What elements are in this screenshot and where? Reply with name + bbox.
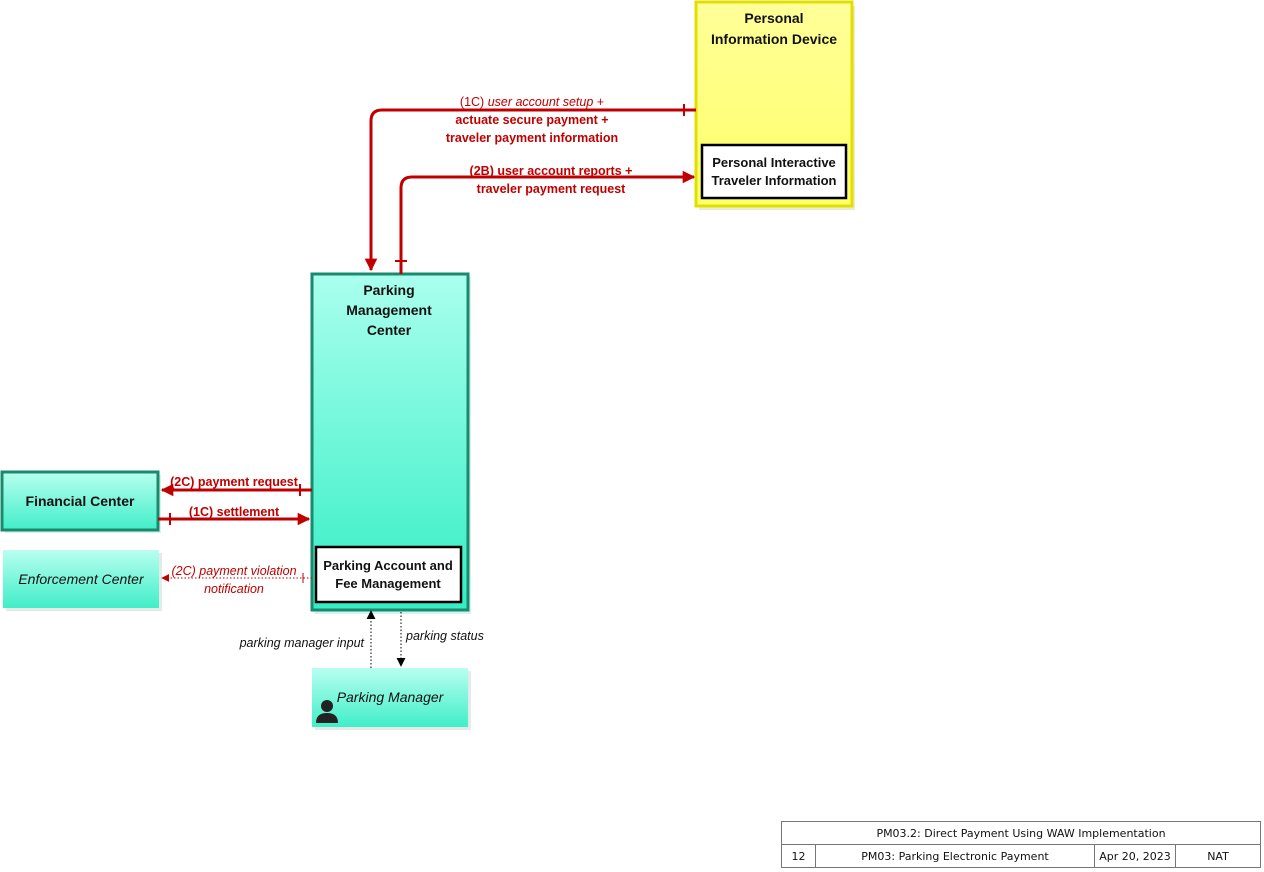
pmc-title-2: Management (346, 302, 432, 318)
parking-manager-label: Parking Manager (337, 689, 445, 705)
device-title-1: Personal (744, 10, 803, 26)
pmc-title-1: Parking (363, 282, 414, 298)
personal-interactive-traveler-information[interactable]: Personal Interactive Traveler Informatio… (700, 143, 848, 200)
diagram-info-block: PM03.2: Direct Payment Using WAW Impleme… (781, 821, 1261, 868)
personal-information-device[interactable]: Personal Information Device Personal Int… (694, 0, 855, 210)
pit-info-line2: Traveler Information (712, 173, 837, 188)
parking-status-label: parking status (405, 629, 484, 643)
diagram-scope: NAT (1175, 844, 1261, 868)
financial-center[interactable]: Financial Center (0, 470, 161, 533)
parking-manager[interactable]: Parking Manager (312, 668, 471, 730)
flow-user-account-setup[interactable]: (1C) user account setup + actuate secure… (364, 95, 696, 272)
setup-label-1: (1C) user account setup + (460, 95, 604, 109)
manager-input-label: parking manager input (239, 636, 365, 650)
financial-center-label: Financial Center (26, 493, 135, 509)
diagram-number: 12 (781, 844, 816, 868)
flow-parking-status[interactable]: parking status (396, 612, 484, 667)
setup-label-italic: user account setup (488, 95, 594, 109)
setup-label-prefix: (1C) (460, 95, 488, 109)
enforcement-center-label: Enforcement Center (18, 571, 145, 587)
violation-label-1: (2C) payment violation (171, 564, 296, 578)
diagram-date: Apr 20, 2023 (1094, 844, 1176, 868)
flow-parking-manager-input[interactable]: parking manager input (239, 610, 376, 668)
reports-label-1: (2B) user account reports + (470, 164, 633, 178)
setup-label-3: traveler payment information (446, 131, 618, 145)
setup-label-suffix: + (593, 95, 604, 109)
flow-payment-violation[interactable]: (2C) payment violation notification (161, 564, 312, 596)
violation-label-2: notification (204, 582, 264, 596)
diagram-title: PM03.2: Direct Payment Using WAW Impleme… (781, 821, 1261, 845)
device-title-2: Information Device (711, 31, 837, 47)
parking-account-fee-management[interactable]: Parking Account and Fee Management (314, 545, 463, 604)
flow-payment-request[interactable]: (2C) payment request (160, 475, 312, 497)
service-package: PM03: Parking Electronic Payment (815, 844, 1095, 868)
payment-request-label: (2C) payment request (170, 475, 299, 489)
flow-user-account-reports[interactable]: (2B) user account reports + traveler pay… (395, 164, 696, 274)
flow-settlement[interactable]: (1C) settlement (158, 505, 311, 526)
reports-label-2: traveler payment request (477, 182, 627, 196)
setup-label-2: actuate secure payment + (455, 113, 608, 127)
pafm-line1: Parking Account and (323, 558, 453, 573)
enforcement-center[interactable]: Enforcement Center (3, 550, 162, 611)
pafm-line2: Fee Management (335, 576, 441, 591)
parking-management-center[interactable]: Parking Management Center Parking Accoun… (310, 272, 471, 614)
person-icon (316, 700, 338, 723)
settlement-label: (1C) settlement (189, 505, 280, 519)
pit-info-line1: Personal Interactive (712, 155, 836, 170)
pmc-title-3: Center (367, 322, 412, 338)
